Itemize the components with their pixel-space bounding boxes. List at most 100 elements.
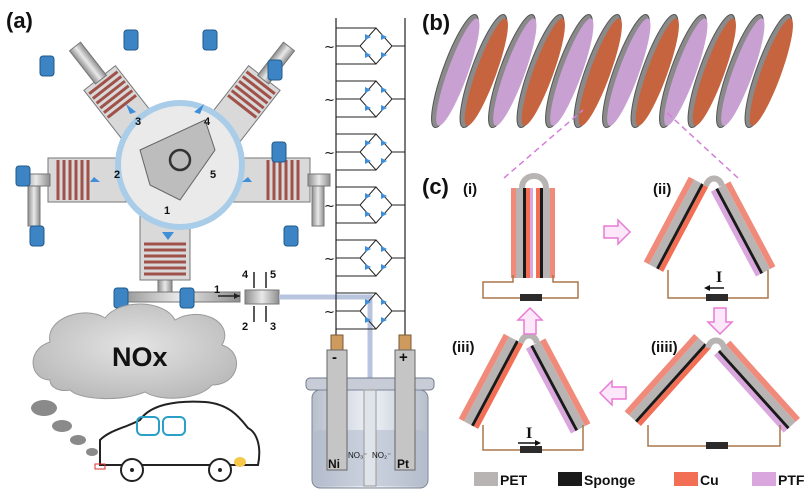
ac-source-symbol: ~ bbox=[324, 199, 335, 214]
ni-label: Ni bbox=[328, 457, 340, 471]
valve-port-4: 4 bbox=[242, 269, 249, 281]
rectifier-bridge: ~ bbox=[324, 80, 405, 118]
diode-icon bbox=[365, 317, 371, 323]
crank-arm bbox=[139, 119, 216, 201]
arrow-iii-to-i bbox=[516, 306, 544, 335]
legend-swatch bbox=[674, 472, 698, 486]
current-label-ii: I bbox=[716, 269, 722, 286]
helix-disc bbox=[687, 13, 736, 129]
legend-item: PET bbox=[474, 472, 528, 488]
legend-swatch bbox=[474, 472, 498, 486]
blue-fittings bbox=[15, 29, 299, 309]
diode-icon bbox=[381, 299, 387, 305]
helix-disc bbox=[545, 13, 594, 129]
zoom-line-right bbox=[663, 109, 739, 179]
rotation-icon bbox=[168, 148, 192, 172]
rectifier-bridge: ~ bbox=[324, 239, 405, 277]
diode-icon bbox=[365, 140, 371, 146]
legend-item: Cu bbox=[674, 472, 719, 488]
arrow-iiii-to-iii bbox=[598, 379, 627, 407]
diode-icon bbox=[381, 246, 387, 252]
diode-icon bbox=[365, 246, 371, 252]
legend-label: Sponge bbox=[584, 472, 636, 488]
rectifier-bridge: ~ bbox=[324, 186, 405, 224]
diode-icon bbox=[365, 87, 371, 93]
state-iiii-teng bbox=[624, 333, 800, 449]
diode-icon bbox=[381, 158, 387, 164]
ni-holder bbox=[326, 349, 348, 471]
transition-arrows bbox=[516, 218, 734, 407]
zoom-line-left bbox=[503, 109, 584, 179]
helix-disc bbox=[716, 13, 765, 129]
cylinder-1-label: 1 bbox=[164, 205, 170, 217]
diode-icon bbox=[381, 193, 387, 199]
exhaust-puffs bbox=[31, 400, 98, 456]
diode-icon bbox=[365, 105, 371, 111]
panel-c-label: (c) bbox=[422, 174, 449, 199]
legend-label: PET bbox=[500, 472, 528, 488]
helix-disc bbox=[659, 13, 708, 129]
panel-a-label: (a) bbox=[6, 8, 33, 33]
positive-sign: + bbox=[399, 349, 408, 366]
pt-label: Pt bbox=[397, 457, 409, 471]
negative-sign: - bbox=[332, 349, 337, 366]
material-legend: PETSpongeCuPTFE bbox=[474, 472, 804, 488]
state-iii-label: (iii) bbox=[452, 339, 475, 356]
nox-cloud: NOx bbox=[32, 303, 237, 399]
helix-disc bbox=[744, 13, 793, 129]
helix-disc bbox=[516, 13, 565, 129]
diode-icon bbox=[381, 52, 387, 58]
diode-icon bbox=[381, 317, 387, 323]
ac-source-symbol: ~ bbox=[324, 146, 335, 161]
ac-source-symbol: ~ bbox=[324, 40, 335, 55]
engine: 3 4 2 5 1 bbox=[15, 29, 331, 309]
state-iiii-label: (iiii) bbox=[651, 339, 678, 356]
gas-inlet-tube bbox=[363, 389, 377, 487]
legend-label: Cu bbox=[700, 472, 719, 488]
pt-holder bbox=[394, 349, 416, 471]
helix-disc bbox=[459, 13, 508, 129]
car bbox=[94, 400, 261, 482]
cylinder-4-label: 4 bbox=[204, 116, 211, 128]
rectifier-bridge: ~ bbox=[324, 292, 405, 330]
legend-item: Sponge bbox=[558, 472, 636, 488]
helix-disc bbox=[630, 13, 679, 129]
outlet-pipe bbox=[117, 291, 241, 303]
arrow-ii-to-iiii bbox=[706, 307, 734, 336]
diode-icon bbox=[365, 34, 371, 40]
diode-icon bbox=[365, 193, 371, 199]
diode-icon bbox=[365, 158, 371, 164]
arrow-i-to-ii bbox=[603, 218, 632, 246]
valve-port-1: 1 bbox=[214, 284, 220, 296]
flow-arrows bbox=[90, 104, 252, 240]
cylinder-2 bbox=[21, 157, 127, 227]
ac-source-symbol: ~ bbox=[324, 305, 335, 320]
helix-stack bbox=[431, 13, 793, 129]
nitrite-label: NO₂⁻ bbox=[372, 451, 391, 460]
state-ii-teng: I bbox=[643, 175, 776, 301]
electrolytic-cell: - + Ni Pt NO₃⁻ NO₂⁻ bbox=[305, 318, 435, 489]
cylinder-5 bbox=[231, 157, 331, 227]
state-ii-label: (ii) bbox=[653, 181, 671, 198]
diode-icon bbox=[365, 211, 371, 217]
state-i-teng bbox=[482, 173, 579, 301]
helix-disc bbox=[488, 13, 537, 129]
diode-icon bbox=[381, 105, 387, 111]
valve-port-5: 5 bbox=[270, 269, 276, 281]
helix-disc bbox=[602, 13, 651, 129]
diode-icon bbox=[365, 52, 371, 58]
nox-label: NOx bbox=[112, 342, 168, 372]
rectifier-array: ~ ~ ~ ~ ~ ~ bbox=[324, 18, 406, 330]
cylinder-2-label: 2 bbox=[114, 169, 120, 181]
diode-icon bbox=[381, 34, 387, 40]
rectifier-bridge: ~ bbox=[324, 133, 405, 171]
state-i-label: (i) bbox=[463, 181, 477, 198]
cylinder-3-label: 3 bbox=[135, 116, 141, 128]
current-label-iii: I bbox=[526, 425, 532, 442]
legend-swatch bbox=[752, 472, 776, 486]
ac-source-symbol: ~ bbox=[324, 252, 335, 267]
valve: 1 4 5 2 3 bbox=[214, 269, 280, 333]
diode-icon bbox=[381, 140, 387, 146]
diode-icon bbox=[365, 264, 371, 270]
